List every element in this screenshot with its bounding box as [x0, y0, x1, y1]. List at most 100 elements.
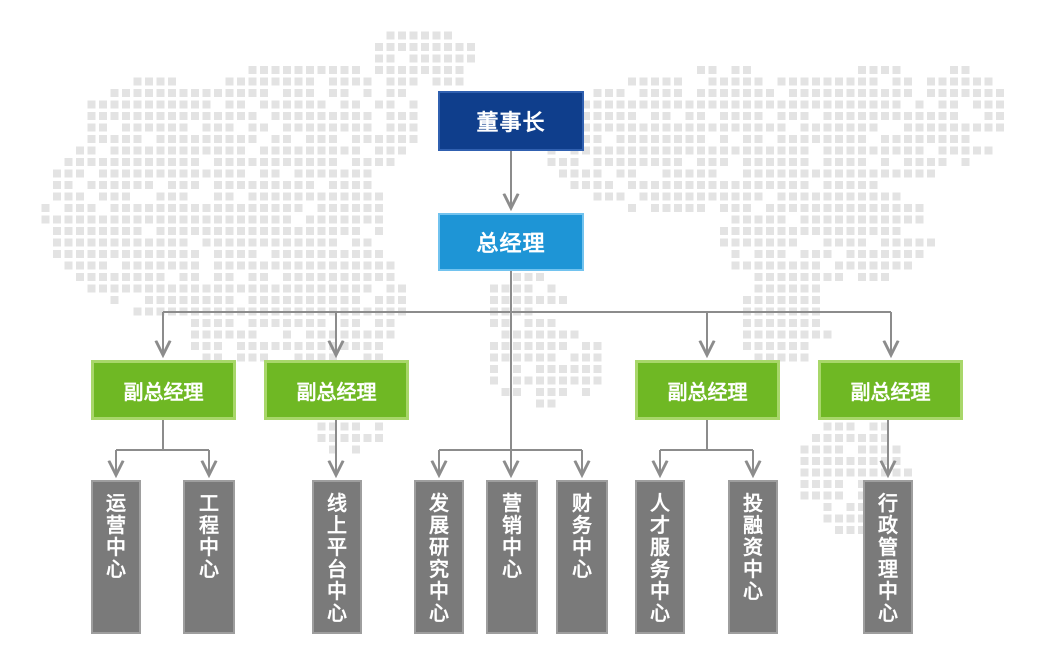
map-dot: [248, 250, 257, 258]
map-dot: [628, 77, 636, 86]
map-dot: [248, 215, 257, 224]
map-dot: [858, 468, 866, 477]
map-dot: [110, 284, 119, 293]
map-dot: [766, 330, 774, 339]
map-dot: [869, 273, 878, 281]
map-dot: [352, 77, 360, 86]
map-dot: [743, 204, 751, 212]
map-dot: [858, 204, 866, 212]
map-dot: [628, 181, 636, 189]
map-dot: [789, 169, 797, 178]
map-dot: [858, 250, 866, 258]
map-dot: [156, 273, 165, 281]
map-dot: [731, 227, 740, 235]
map-dot: [386, 135, 395, 143]
map-dot: [271, 135, 280, 143]
map-dot: [317, 284, 326, 293]
map-dot: [662, 135, 671, 143]
map-dot: [881, 250, 889, 258]
map-dot: [214, 330, 222, 339]
map-dot: [651, 77, 659, 86]
map-dot: [352, 319, 360, 327]
map-dot: [133, 284, 142, 293]
map-dot: [306, 215, 314, 224]
map-dot: [536, 330, 544, 339]
map-dot: [352, 192, 360, 201]
map-dot: [225, 215, 234, 224]
map-dot: [605, 192, 613, 201]
map-dot: [697, 100, 705, 109]
map-dot: [294, 353, 303, 362]
map-dot: [283, 181, 291, 189]
map-dot: [800, 135, 809, 143]
map-dot: [76, 215, 84, 224]
map-dot: [800, 77, 809, 86]
map-dot: [340, 169, 349, 178]
map-dot: [789, 89, 797, 97]
map-dot: [306, 169, 314, 178]
map-dot: [363, 330, 372, 339]
map-dot: [570, 330, 579, 339]
map-dot: [214, 204, 222, 212]
map-dot: [110, 238, 119, 247]
map-dot: [329, 123, 337, 132]
map-dot: [927, 123, 935, 132]
map-dot: [398, 135, 406, 143]
map-dot: [317, 330, 326, 339]
map-dot: [386, 158, 395, 166]
map-dot: [639, 192, 648, 201]
map-dot: [593, 376, 602, 385]
map-dot: [237, 181, 245, 189]
map-dot: [858, 273, 866, 281]
map-dot: [294, 112, 303, 120]
map-dot: [524, 273, 533, 281]
map-dot: [260, 215, 268, 224]
map-dot: [53, 250, 61, 258]
map-dot: [915, 250, 924, 258]
map-dot: [823, 273, 832, 281]
map-dot: [64, 204, 73, 212]
map-dot: [87, 284, 96, 293]
map-dot: [214, 192, 222, 201]
map-dot: [984, 77, 993, 86]
map-dot: [582, 376, 590, 385]
map-dot: [168, 169, 176, 178]
map-dot: [248, 135, 257, 143]
map-dot: [570, 158, 579, 166]
map-dot: [122, 238, 130, 247]
map-dot: [237, 135, 245, 143]
map-dot: [168, 123, 176, 132]
department-box: 行政管理中心: [863, 480, 913, 634]
map-dot: [789, 273, 797, 281]
map-dot: [984, 146, 993, 155]
map-dot: [294, 181, 303, 189]
map-dot: [168, 261, 176, 270]
map-dot: [823, 181, 832, 189]
map-dot: [685, 181, 694, 189]
map-dot: [973, 123, 981, 132]
map-dot: [639, 100, 648, 109]
map-dot: [708, 77, 717, 86]
map-dot: [743, 169, 751, 178]
map-dot: [237, 330, 245, 339]
map-dot: [812, 89, 820, 97]
map-dot: [501, 353, 510, 362]
map-dot: [915, 112, 924, 120]
map-dot: [110, 204, 119, 212]
map-dot: [869, 227, 878, 235]
map-dot: [363, 273, 372, 281]
map-dot: [248, 261, 257, 270]
map-dot: [156, 227, 165, 235]
map-dot: [156, 261, 165, 270]
map-dot: [306, 100, 314, 109]
map-dot: [754, 100, 763, 109]
map-dot: [570, 376, 579, 385]
map-dot: [708, 181, 717, 189]
map-dot: [409, 135, 418, 143]
map-dot: [490, 296, 498, 304]
map-dot: [398, 43, 406, 51]
map-dot: [271, 66, 280, 74]
map-dot: [283, 215, 291, 224]
map-dot: [881, 204, 889, 212]
map-dot: [835, 434, 843, 442]
